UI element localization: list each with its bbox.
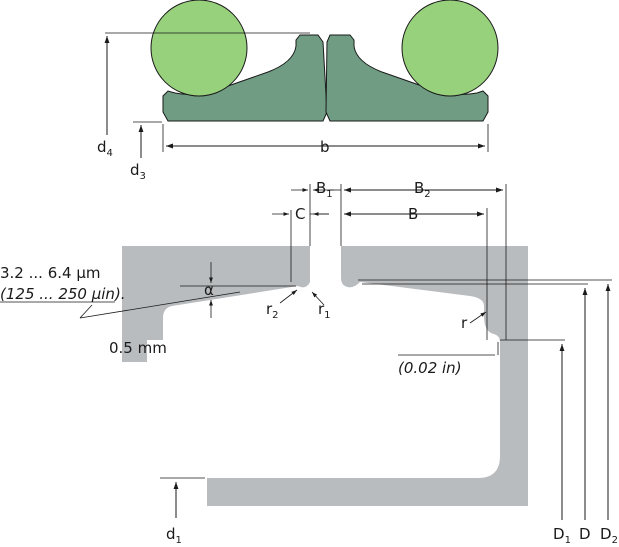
label-chamfer: 0.5 mm	[109, 339, 167, 357]
top-seal-view	[104, 0, 499, 158]
label-roughness-imperial: (125 ... 250 µin).	[0, 285, 126, 303]
label-d3: d3	[130, 161, 146, 182]
ball-left	[150, 0, 248, 97]
housing-right	[207, 246, 528, 506]
label-d4: d4	[97, 138, 113, 159]
housing-left	[122, 246, 310, 362]
label-b: b	[320, 138, 330, 156]
label-r: r	[461, 314, 468, 332]
label-B2: B2	[414, 179, 431, 200]
ball-right	[401, 0, 499, 97]
label-r1: r1	[318, 300, 331, 321]
label-B: B	[408, 205, 418, 223]
housing-view	[0, 184, 612, 520]
label-C: C	[295, 205, 305, 223]
label-d1: d1	[166, 525, 182, 546]
label-D1: D1	[553, 525, 571, 546]
label-r2: r2	[266, 300, 279, 321]
label-roughness-metric: 3.2 ... 6.4 µm	[0, 264, 100, 282]
label-B1: B1	[316, 179, 333, 200]
label-D2: D2	[600, 525, 618, 546]
label-alpha: α	[204, 281, 214, 299]
label-clearance-imperial: (0.02 in)	[398, 359, 462, 377]
label-D: D	[579, 525, 591, 543]
